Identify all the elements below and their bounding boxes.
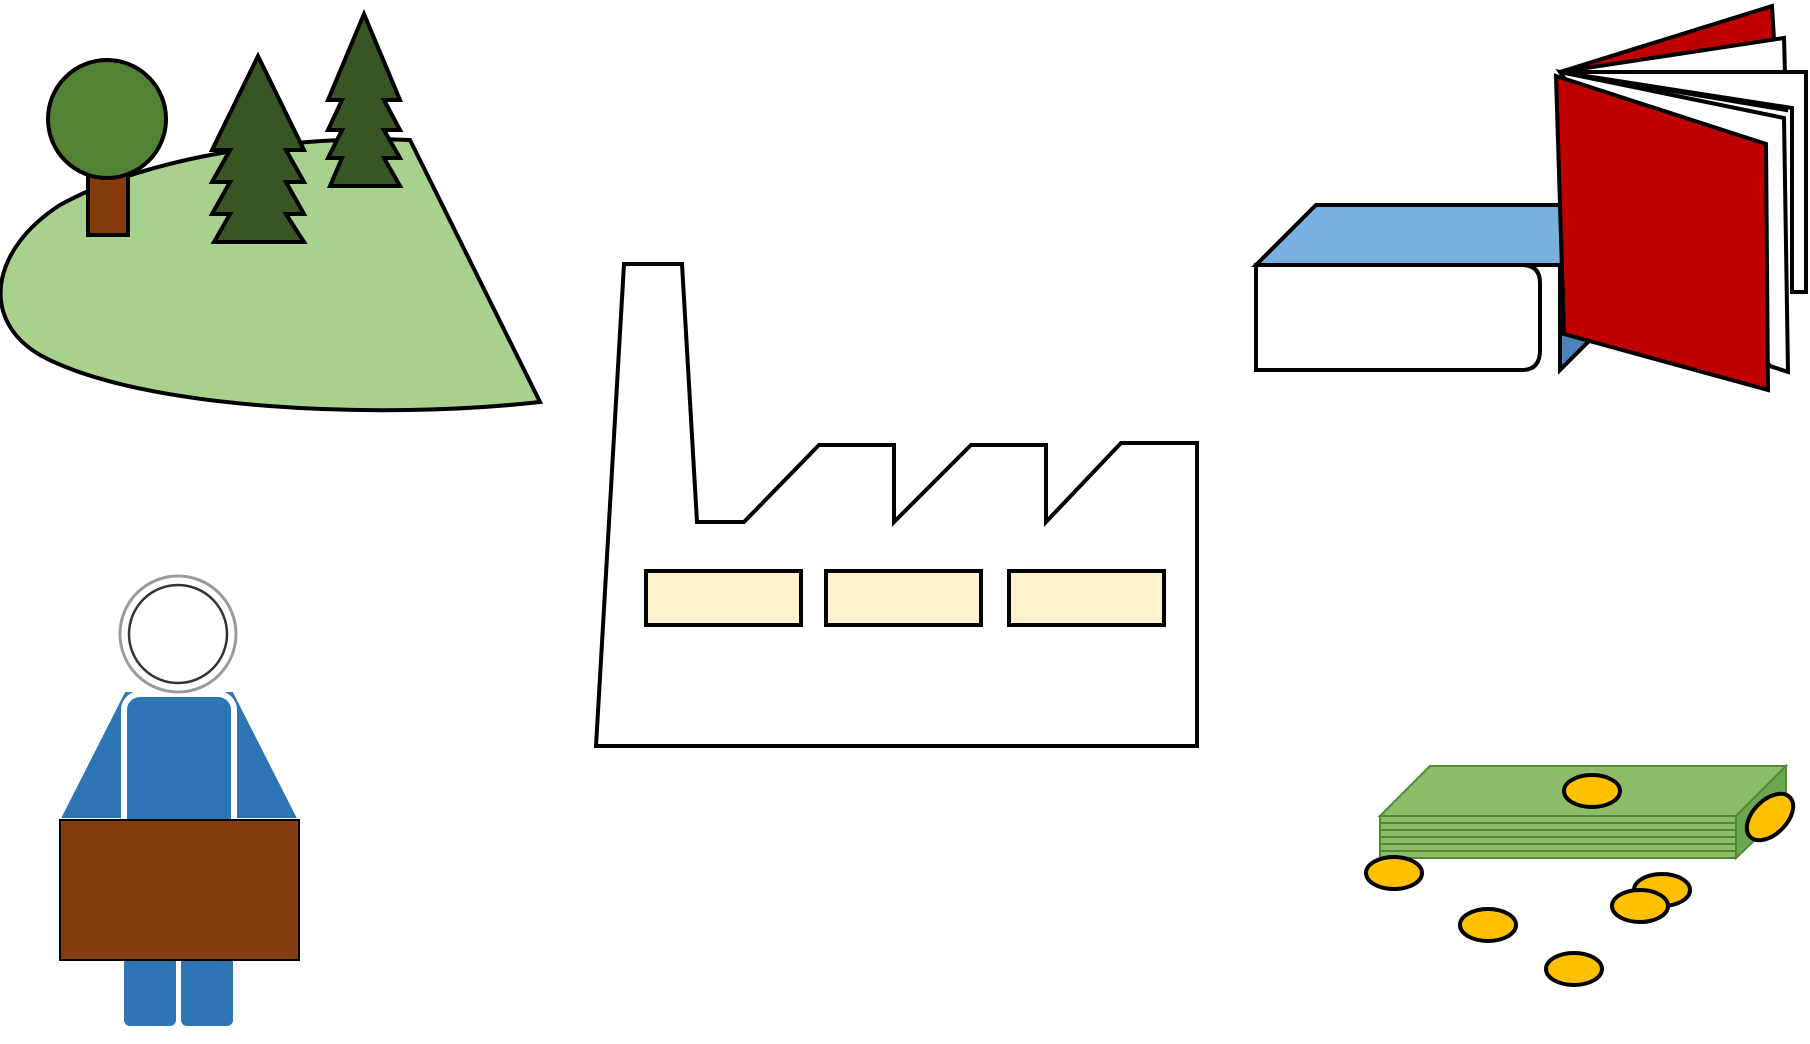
coin-icon bbox=[1562, 773, 1622, 809]
round-tree-crown-icon bbox=[46, 58, 168, 180]
coin-icon bbox=[1544, 951, 1604, 987]
factory-icon bbox=[593, 262, 1199, 748]
factory-window-3 bbox=[1007, 569, 1166, 627]
land-with-trees-icon bbox=[0, 8, 544, 413]
money-icon bbox=[1364, 763, 1796, 987]
coin-icon bbox=[1744, 791, 1796, 843]
pine-tree-small-icon bbox=[324, 8, 404, 188]
pine-tree-icon bbox=[208, 51, 308, 244]
bill-stack-lines bbox=[1380, 822, 1736, 852]
factory-window-2 bbox=[824, 569, 983, 627]
factory-building bbox=[593, 262, 1199, 748]
worker-head-inner bbox=[127, 583, 229, 685]
red-book-front-cover bbox=[1553, 73, 1771, 393]
books-icon bbox=[1251, 3, 1808, 393]
worker-icon bbox=[54, 574, 304, 1030]
factory-window-1 bbox=[644, 569, 803, 627]
coin-icon bbox=[1364, 855, 1424, 891]
blue-book-pages bbox=[1254, 263, 1542, 372]
coin-icon bbox=[1458, 907, 1518, 943]
carried-box bbox=[59, 819, 300, 961]
coins bbox=[1364, 773, 1796, 987]
coin-icon bbox=[1610, 888, 1670, 924]
red-book-page-2 bbox=[1559, 70, 1808, 294]
